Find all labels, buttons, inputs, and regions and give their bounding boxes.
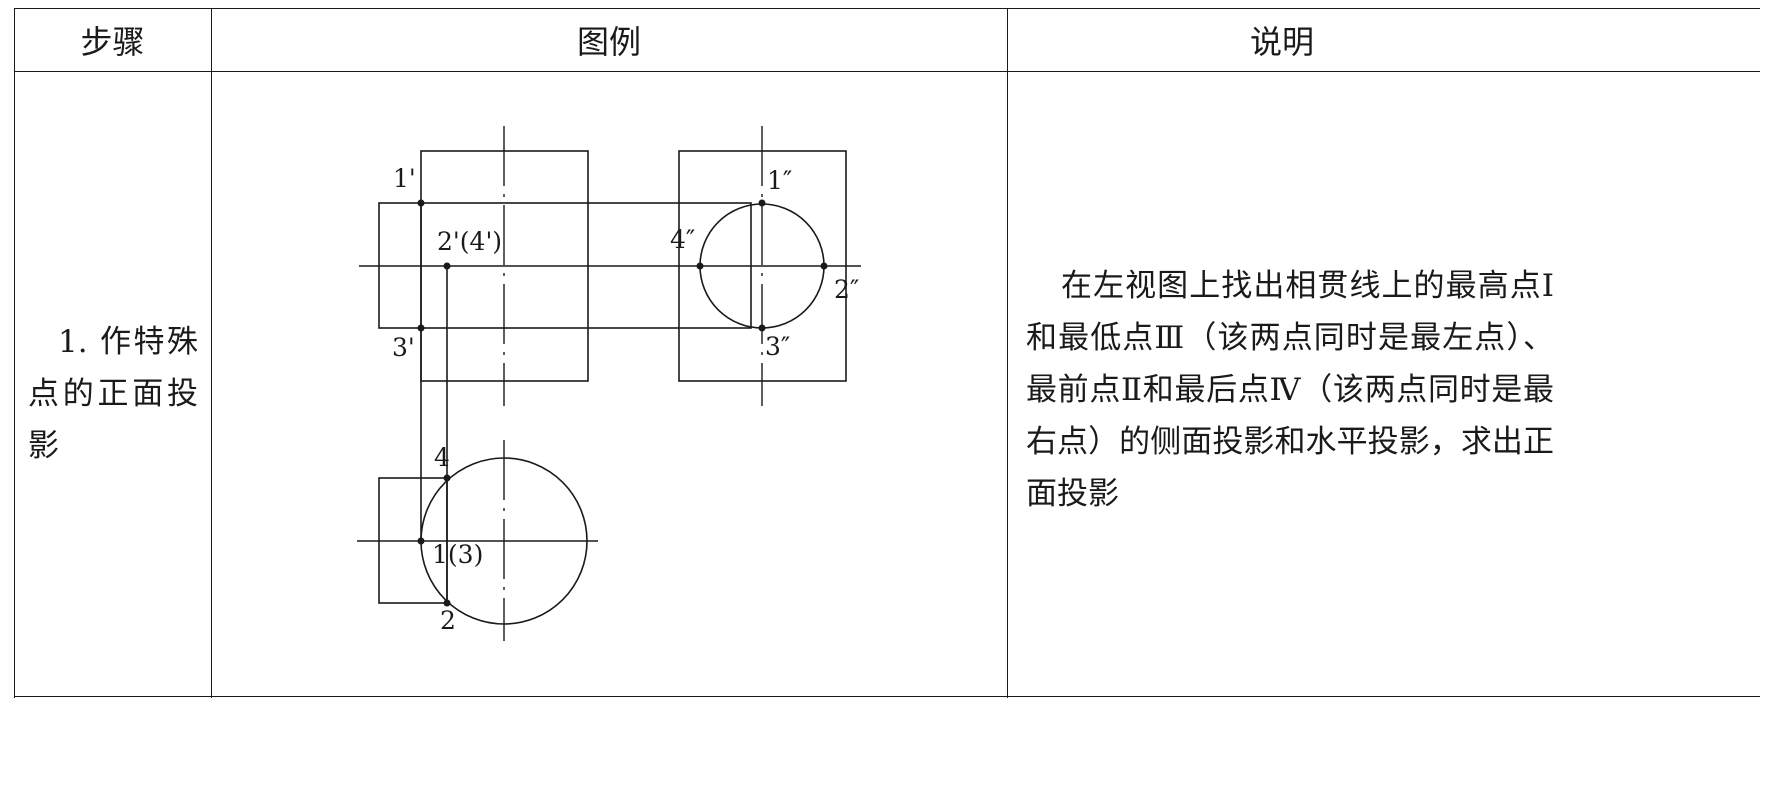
- header-figure: 图例: [576, 22, 641, 61]
- label-24-front: 2'(4'): [437, 227, 502, 256]
- column-divider-1: [211, 8, 212, 698]
- point-1-front: [417, 199, 425, 207]
- point-13-top: [417, 537, 425, 545]
- label-2-side: 2″: [834, 275, 859, 304]
- step-label: 1. 作特殊点的正面投影: [28, 324, 198, 464]
- table-top-border: [14, 8, 1760, 9]
- point-3-front: [417, 324, 425, 332]
- step-text: 1. 作特殊点的正面投影: [28, 316, 198, 472]
- point-2-top: [443, 599, 451, 607]
- header-note: 说明: [1249, 22, 1314, 61]
- point-1-side: [758, 199, 766, 207]
- label-13-top: 1(3): [432, 540, 483, 569]
- label-3-front: 3': [392, 333, 415, 362]
- point-3-side: [758, 324, 766, 332]
- header-step: 步骤: [80, 22, 145, 61]
- label-2-top: 2: [440, 606, 456, 635]
- column-divider-2: [1007, 8, 1008, 698]
- description: 在左视图上找出相贯线上的最高点Ⅰ和最低点Ⅲ（该两点同时是最左点）、最前点Ⅱ和最后…: [1026, 260, 1554, 520]
- table-bottom-border: [14, 696, 1760, 697]
- table-left-border: [14, 8, 15, 698]
- label-4-side: 4″: [670, 225, 695, 254]
- step-table: 步骤 图例 说明 1. 作特殊点的正面投影 在左视图上找出相贯线上的最高点Ⅰ和最…: [14, 8, 1760, 698]
- point-4-top: [443, 474, 451, 482]
- point-4-side: [696, 262, 704, 270]
- label-1-front: 1': [393, 164, 416, 193]
- label-1-side: 1″: [767, 166, 792, 195]
- header-divider: [14, 71, 1760, 72]
- point-2-side: [820, 262, 828, 270]
- point-24-front: [443, 262, 451, 270]
- description-text: 在左视图上找出相贯线上的最高点Ⅰ和最低点Ⅲ（该两点同时是最左点）、最前点Ⅱ和最后…: [1026, 268, 1554, 512]
- label-4-top: 4: [434, 443, 450, 472]
- label-3-side: 3″: [765, 332, 790, 361]
